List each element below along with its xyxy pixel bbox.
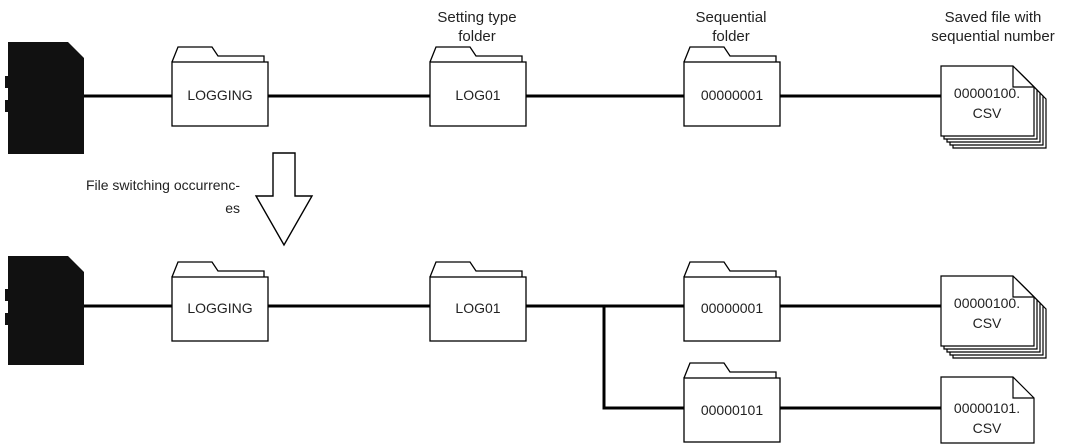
- header-saved-file: Saved file with sequential number: [931, 9, 1054, 45]
- csv-file-stack: 00000100. CSV: [940, 65, 1047, 149]
- svg-text:Setting type: Setting type: [437, 9, 516, 26]
- after-row: LOGGING LOG01 00000001 00000100. CSV 000…: [5, 256, 1047, 444]
- down-arrow-icon: [254, 152, 314, 247]
- sequential-folder-2: 00000101: [683, 362, 781, 443]
- file-extension: CSV: [973, 420, 1002, 436]
- sd-card-icon: [5, 42, 84, 154]
- before-row: LOGGING LOG01 00000001 00000100. CSV: [5, 42, 1047, 154]
- branch-line: [602, 306, 944, 410]
- logging-folder: LOGGING: [171, 261, 269, 342]
- folder-label: LOG01: [455, 300, 500, 316]
- folder-label: LOGGING: [187, 300, 252, 316]
- folder-label: 00000001: [701, 87, 764, 103]
- folder-label: LOG01: [455, 87, 500, 103]
- csv-file-stack: 00000100. CSV: [940, 275, 1047, 359]
- folder-label: 00000101: [701, 402, 764, 418]
- transition: File switching occurrenc- es: [86, 152, 314, 247]
- folder-label: 00000001: [701, 300, 764, 316]
- sequential-folder: 00000001: [683, 46, 781, 127]
- svg-text:Sequential: Sequential: [696, 9, 767, 26]
- file-name: 00000100.: [954, 85, 1020, 101]
- file-name: 00000101.: [954, 400, 1020, 416]
- sd-card-icon: [5, 256, 84, 365]
- svg-text:folder: folder: [712, 28, 750, 45]
- svg-text:Saved file with: Saved file with: [945, 9, 1042, 26]
- transition-label-line1: File switching occurrenc-: [86, 177, 240, 193]
- transition-label-line2: es: [225, 200, 240, 216]
- log01-folder: LOG01: [429, 261, 527, 342]
- header-sequential-folder: Sequential folder: [696, 9, 767, 45]
- svg-text:folder: folder: [458, 28, 496, 45]
- svg-text:sequential number: sequential number: [931, 28, 1054, 45]
- file-extension: CSV: [973, 315, 1002, 331]
- header-setting-type-folder: Setting type folder: [437, 9, 516, 45]
- sequential-folder-1: 00000001: [683, 261, 781, 342]
- csv-file-single: 00000101. CSV: [940, 376, 1035, 444]
- file-name: 00000100.: [954, 295, 1020, 311]
- file-extension: CSV: [973, 105, 1002, 121]
- logging-folder: LOGGING: [171, 46, 269, 127]
- log01-folder: LOG01: [429, 46, 527, 127]
- folder-label: LOGGING: [187, 87, 252, 103]
